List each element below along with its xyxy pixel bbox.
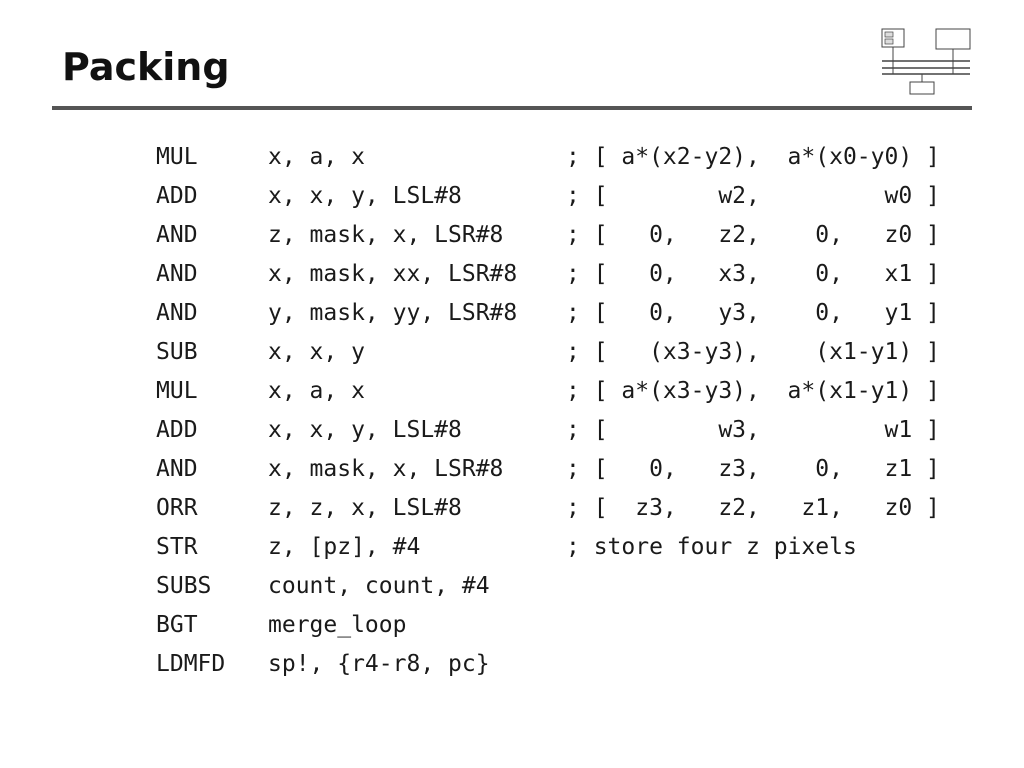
page-title: Packing (62, 45, 230, 89)
operands: z, mask, x, LSR#8 (268, 222, 504, 248)
architecture-diagram-icon (880, 28, 972, 96)
opcode: ORR (156, 495, 198, 521)
opcode: SUB (156, 339, 198, 365)
opcode: AND (156, 456, 198, 482)
comment: ; [ w2, w0 ] (566, 183, 940, 209)
title-divider (52, 106, 972, 110)
comment: ; [ a*(x2-y2), a*(x0-y0) ] (566, 144, 940, 170)
operands: x, mask, xx, LSR#8 (268, 261, 518, 287)
opcode: SUBS (156, 573, 212, 599)
operands: z, [pz], #4 (268, 534, 421, 560)
operands: x, x, y (268, 339, 365, 365)
opcode: STR (156, 534, 198, 560)
operands: z, z, x, LSL#8 (268, 495, 462, 521)
operands: x, a, x (268, 144, 365, 170)
comment: ; store four z pixels (566, 534, 857, 560)
comment: ; [ a*(x3-y3), a*(x1-y1) ] (566, 378, 940, 404)
opcode: MUL (156, 144, 198, 170)
opcode: BGT (156, 612, 198, 638)
opcode: LDMFD (156, 651, 226, 677)
opcode: AND (156, 300, 198, 326)
comment: ; [ 0, x3, 0, x1 ] (566, 261, 940, 287)
comment: ; [ w3, w1 ] (566, 417, 940, 443)
opcode: ADD (156, 417, 198, 443)
operands: merge_loop (268, 612, 407, 638)
comment: ; [ (x3-y3), (x1-y1) ] (566, 339, 940, 365)
architecture-diagram-svg (881, 28, 971, 95)
operands: x, mask, x, LSR#8 (268, 456, 504, 482)
operands: x, a, x (268, 378, 365, 404)
comment: ; [ 0, z3, 0, z1 ] (566, 456, 940, 482)
operands: count, count, #4 (268, 573, 490, 599)
operands: sp!, {r4-r8, pc} (268, 651, 490, 677)
opcode: AND (156, 261, 198, 287)
operands: x, x, y, LSL#8 (268, 417, 462, 443)
operands: x, x, y, LSL#8 (268, 183, 462, 209)
operands: y, mask, yy, LSR#8 (268, 300, 518, 326)
opcode: ADD (156, 183, 198, 209)
opcode: AND (156, 222, 198, 248)
comment: ; [ 0, z2, 0, z0 ] (566, 222, 940, 248)
comment: ; [ z3, z2, z1, z0 ] (566, 495, 940, 521)
comment: ; [ 0, y3, 0, y1 ] (566, 300, 940, 326)
opcode: MUL (156, 378, 198, 404)
